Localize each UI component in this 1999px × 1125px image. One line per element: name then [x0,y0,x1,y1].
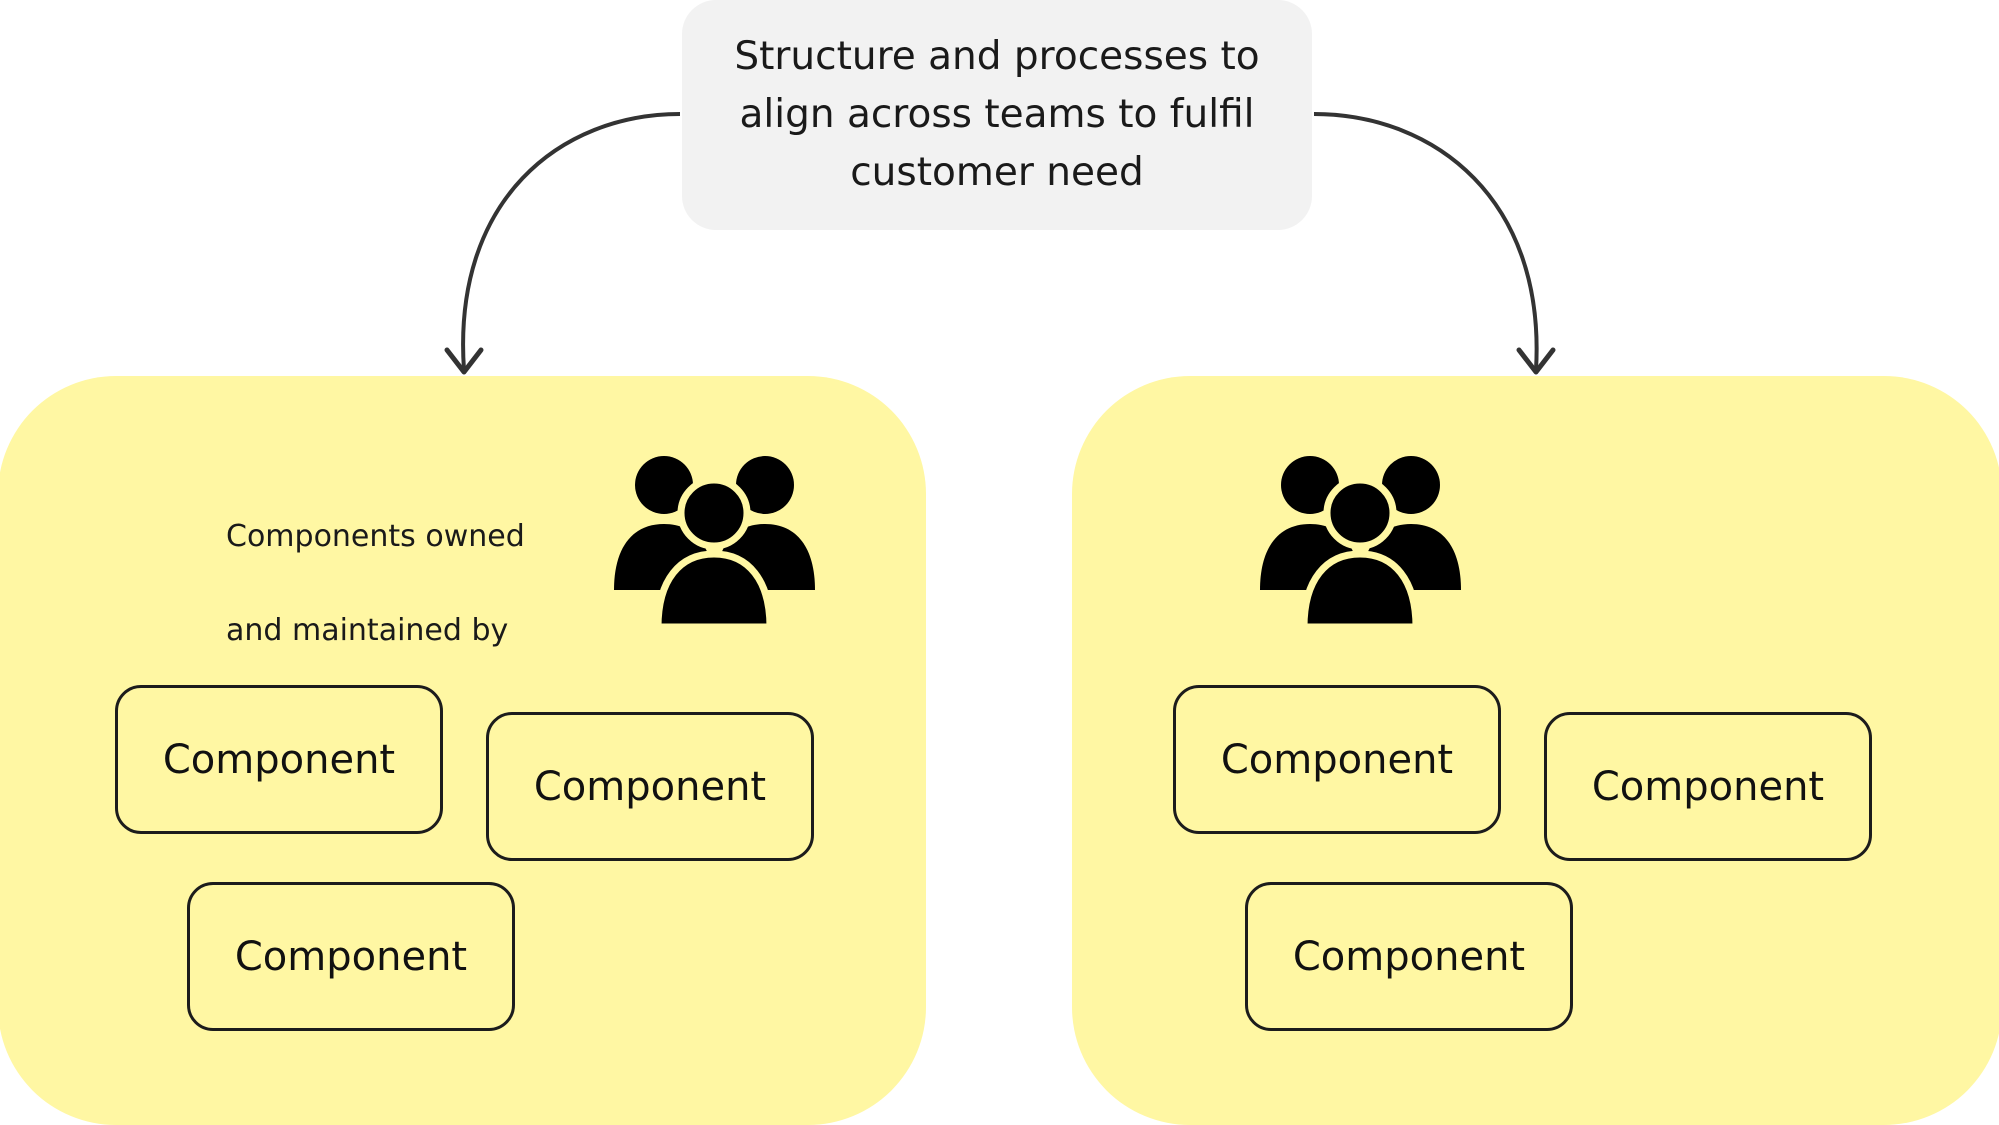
component-box-right-3: Component [1245,882,1573,1031]
component-box-left-3: Component [187,882,515,1031]
component-label: Component [533,763,767,810]
component-label: Component [1220,736,1454,783]
component-label: Component [1292,933,1526,980]
component-box-right-1: Component [1173,685,1501,834]
note-line-1: Components owned [226,519,525,554]
component-label: Component [1591,763,1825,810]
component-label: Component [162,736,396,783]
arrowhead-left [444,347,484,375]
team-icon [1260,456,1461,627]
alignment-text-line-3: customer need [850,150,1144,195]
note-line-2: and maintained by [226,613,509,648]
component-box-right-2: Component [1544,712,1872,861]
alignment-text: Structure and processes to align across … [734,28,1259,202]
component-label: Component [234,933,468,980]
alignment-text-line-2: align across teams to fulfil [739,92,1255,137]
arrow-to-left-team [461,112,681,371]
component-box-left-2: Component [486,712,814,861]
alignment-text-line-1: Structure and processes to [734,34,1260,79]
component-box-left-1: Component [115,685,443,834]
arrowhead-right [1516,347,1556,375]
arrow-to-right-team [1313,112,1539,371]
team-icon [614,456,815,627]
alignment-box: Structure and processes to align across … [682,0,1312,230]
